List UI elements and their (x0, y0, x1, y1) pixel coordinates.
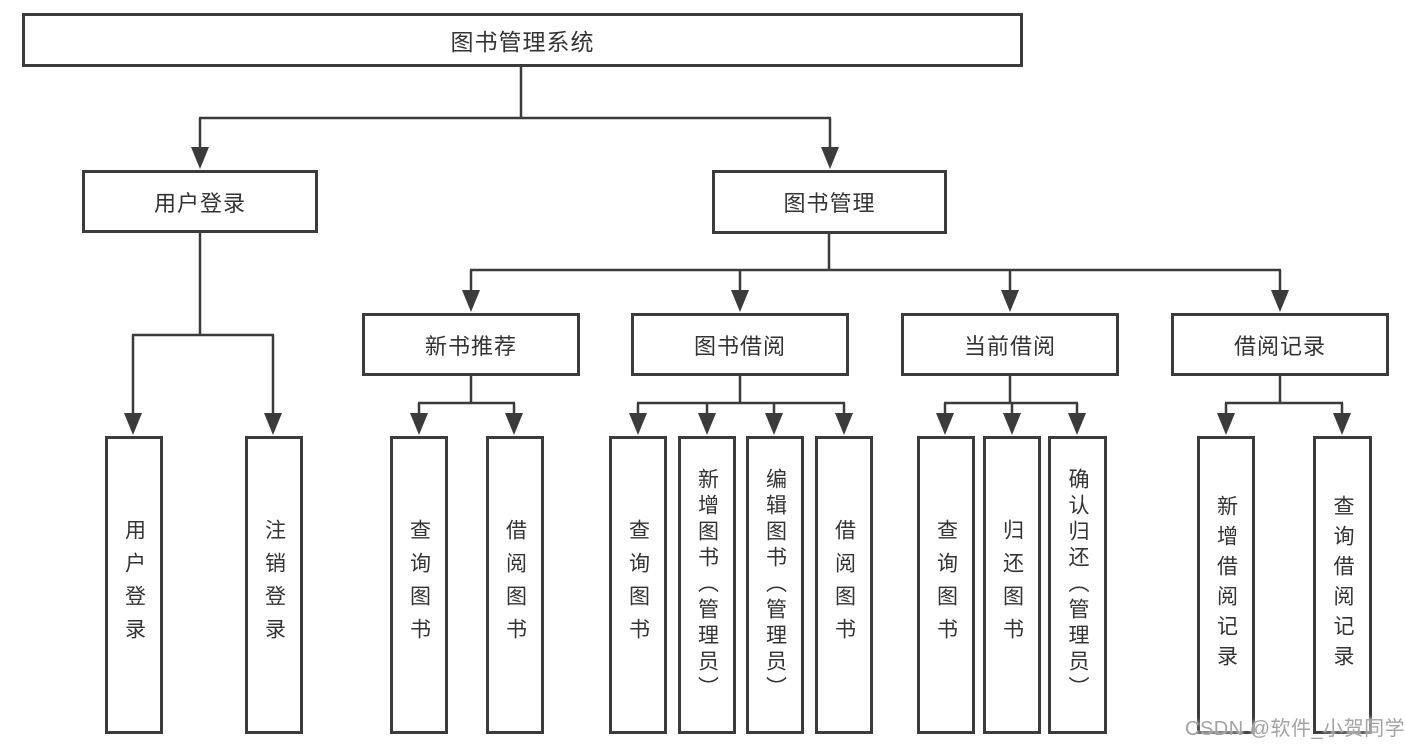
leaf-query-borrow-record: 查询借阅记录 (1313, 436, 1372, 734)
node-current-borrow-label: 当前借阅 (963, 333, 1056, 359)
leaf-user-login: 用户登录 (105, 436, 163, 734)
node-book-borrow: 图书借阅 (631, 313, 849, 376)
leaf-borrow-books: 借阅图书 (815, 436, 873, 734)
leaf-query-books-recommend: 查询图书 (390, 436, 448, 734)
leaf-return-books: 归还图书 (983, 436, 1041, 734)
node-borrow-records: 借阅记录 (1171, 313, 1389, 376)
leaf-add-books-admin-label: 新增图书（管理员） (695, 468, 719, 702)
leaf-add-borrow-record: 新增借阅记录 (1197, 436, 1255, 734)
leaf-query-books-current-label: 查询图书 (934, 519, 958, 651)
node-new-book-recommend: 新书推荐 (362, 313, 580, 376)
leaf-borrow-books-recommend-label: 借阅图书 (503, 519, 527, 651)
node-book-management: 图书管理 (712, 170, 947, 234)
leaf-query-books-borrow: 查询图书 (609, 436, 667, 734)
leaf-confirm-return-admin: 确认归还（管理员） (1048, 436, 1107, 734)
leaf-query-books-borrow-label: 查询图书 (626, 519, 650, 651)
tree-edges (131, 67, 1344, 414)
node-borrow-records-label: 借阅记录 (1233, 333, 1326, 359)
leaf-add-books-admin: 新增图书（管理员） (678, 436, 736, 734)
csdn-watermark: CSDN @软件_小贺同学 (1185, 718, 1405, 740)
leaf-edit-books-admin: 编辑图书（管理员） (746, 436, 804, 734)
arrowheads (124, 147, 1351, 435)
node-current-borrow: 当前借阅 (901, 313, 1119, 376)
leaf-confirm-return-admin-label: 确认归还（管理员） (1066, 468, 1089, 702)
leaf-query-borrow-record-label: 查询借阅记录 (1331, 495, 1354, 675)
node-book-management-label: 图书管理 (783, 191, 876, 216)
node-new-book-recommend-label: 新书推荐 (424, 333, 517, 359)
leaf-add-borrow-record-label: 新增借阅记录 (1214, 495, 1238, 675)
leaf-return-books-label: 归还图书 (1000, 519, 1024, 651)
leaf-logout: 注销登录 (245, 436, 303, 734)
node-user-login: 用户登录 (82, 170, 318, 233)
node-library-system: 图书管理系统 (22, 13, 1023, 67)
leaf-query-books-current: 查询图书 (917, 436, 975, 734)
leaf-logout-label: 注销登录 (262, 519, 286, 651)
leaf-borrow-books-label: 借阅图书 (832, 519, 856, 651)
node-user-login-label: 用户登录 (153, 190, 246, 216)
node-library-system-label: 图书管理系统 (450, 29, 595, 55)
leaf-user-login-label: 用户登录 (122, 519, 146, 651)
leaf-borrow-books-recommend: 借阅图书 (486, 436, 544, 734)
leaf-edit-books-admin-label: 编辑图书（管理员） (763, 468, 787, 702)
node-book-borrow-label: 图书借阅 (693, 333, 786, 359)
leaf-query-books-recommend-label: 查询图书 (407, 519, 431, 651)
